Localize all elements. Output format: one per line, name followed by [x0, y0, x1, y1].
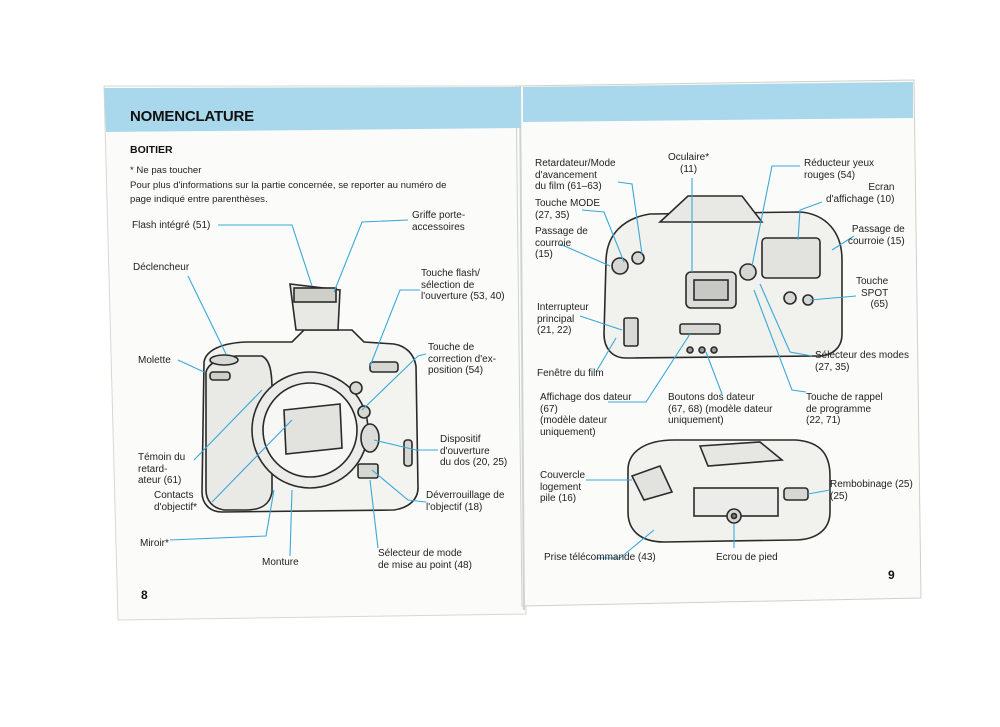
film-window: [623, 317, 639, 347]
leader-lines-right: [559, 165, 857, 559]
label-oculaire: Oculaire* (11): [668, 152, 710, 175]
label-prise: Prise télécommande (43): [544, 552, 656, 563]
header-band-left: [104, 87, 521, 132]
label-rembobinage: Rembobinage (25) (25): [830, 479, 913, 502]
battery-cover: [630, 465, 674, 501]
label-boutons-dateur: Boutons dos dateur (67, 68) (modèle date…: [668, 392, 773, 426]
label-ecran: Ecran d'affichage (10): [826, 182, 895, 205]
label-retardateur: Retardateur/Mode d'avancement du film (6…: [535, 158, 616, 192]
page-number-left: 8: [141, 588, 148, 602]
page-number-right: 9: [888, 568, 895, 582]
label-dispositif: Dispositif d'ouverture du dos (20, 25): [440, 434, 508, 468]
label-deverrouillage: Déverrouillage de l'objectif (18): [426, 490, 505, 513]
label-touche-flash: Touche flash/ sélection de l'ouverture (…: [421, 268, 505, 302]
label-reducteur: Réducteur yeux rouges (54): [804, 158, 875, 181]
label-passage-left: Passage de courroie (15): [535, 226, 588, 260]
label-griffe: Griffe porte- accessoires: [412, 210, 466, 233]
label-affichage-dateur: Affichage dos dateur (67) (modèle dateur…: [540, 392, 632, 438]
label-declencheur: Déclencheur: [133, 262, 190, 273]
label-monture: Monture: [262, 557, 299, 568]
camera-back-illustration: [603, 195, 843, 359]
mirror: [283, 403, 343, 455]
section-heading: BOITIER: [130, 144, 173, 156]
label-rappel: Touche de rappel de programme (22, 71): [806, 392, 883, 426]
label-contacts: Contacts d'objectif*: [154, 490, 198, 513]
label-touche-spot: Touche SPOT (65): [856, 276, 889, 310]
camera-bottom-illustration: [627, 439, 831, 543]
display-panel: [761, 237, 821, 279]
label-touche-mode: Touche MODE (27, 35): [535, 198, 601, 221]
page-title: NOMENCLATURE: [130, 108, 254, 125]
label-couvercle: Couvercle logement pile (16): [540, 470, 586, 504]
flash-window: [293, 287, 337, 303]
label-molette: Molette: [138, 355, 171, 366]
label-fenetre: Fenêtre du film: [537, 368, 604, 379]
label-interrupteur: Interrupteur principal (21, 22): [537, 302, 589, 336]
label-temoin: Témoin du retard- ateur (61): [138, 452, 186, 486]
label-miroir: Miroir*: [140, 538, 169, 549]
label-selecteur-mise: Sélecteur de mode de mise au point (48): [378, 548, 472, 571]
label-selecteur-modes: Sélecteur des modes (27, 35): [815, 350, 909, 373]
intro-text: * Ne pas toucher Pour plus d'information…: [130, 165, 447, 205]
header-band-right: [523, 82, 913, 122]
label-correction: Touche de correction d'ex- position (54): [428, 342, 497, 376]
camera-front-illustration: [201, 283, 419, 513]
leader-lines-left: [169, 219, 438, 557]
molette-dial: [209, 354, 239, 366]
label-flash: Flash intégré (51): [132, 220, 211, 231]
label-passage-right: Passage de courroie (15): [848, 224, 905, 247]
label-ecrou: Ecrou de pied: [716, 552, 778, 563]
